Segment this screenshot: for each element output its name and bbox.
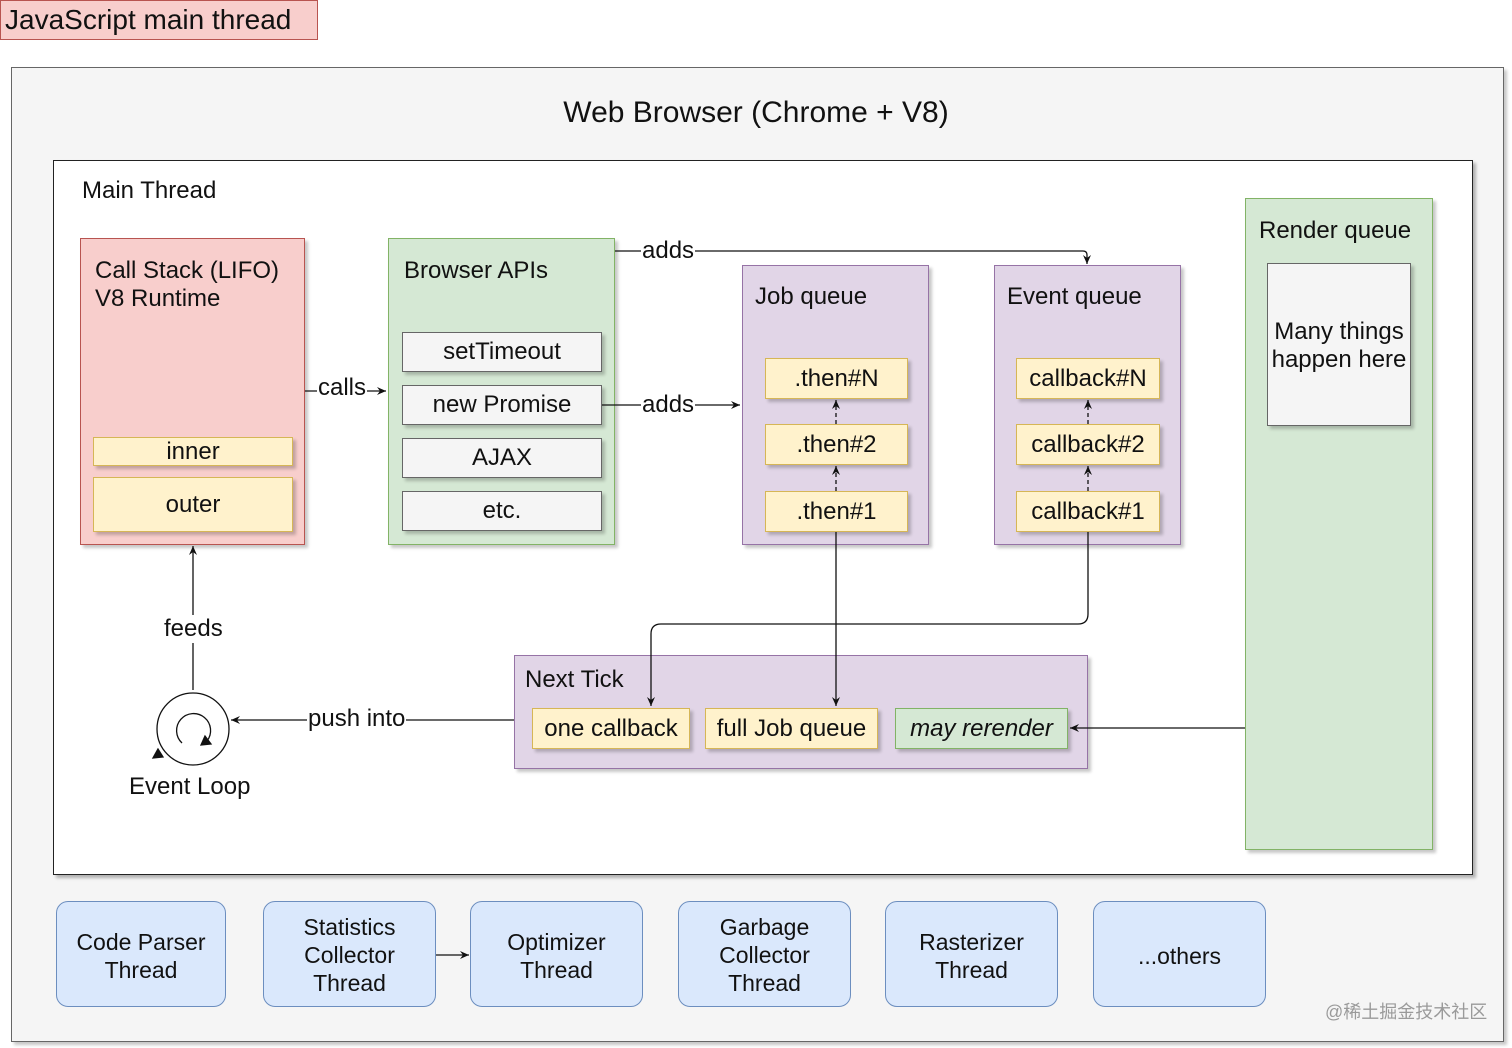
job-then-2: .then#2 [765,424,908,465]
main-thread-title: Main Thread [82,177,217,204]
api-ajax: AJAX [402,438,602,478]
call-stack-subtitle: V8 Runtime [95,285,221,312]
event-loop-label: Event Loop [129,773,251,800]
watermark: @稀土掘金技术社区 [1325,1002,1488,1022]
tick-full-job-queue: full Job queue [705,708,878,749]
job-then-1: .then#1 [765,491,908,532]
thread-rasterizer [885,901,1058,1007]
edge-label-push-into: push into [307,705,407,733]
event-callback-n: callback#N [1016,358,1160,399]
render-note [1267,263,1411,426]
thread-optimizer-line1: Optimizer [507,929,606,955]
thread-optimizer-line2: Thread [520,957,593,983]
thread-gc-line3: Thread [728,970,801,996]
thread-stats-line3: Thread [313,970,386,996]
job-then-n: .then#N [765,358,908,399]
render-queue-title: Render queue [1259,217,1412,244]
thread-statistics-collector [263,901,436,1007]
api-new-promise: new Promise [402,385,602,425]
thread-gc-line2: Collector [719,942,810,968]
event-callback-1: callback#1 [1016,491,1160,532]
title-tag: JavaScript main thread [0,0,318,40]
edge-label-calls: calls [317,374,368,402]
thread-code-parser-line1: Code Parser [76,929,206,955]
thread-others-line1: ...others [1137,943,1222,969]
render-note-line1: Many things [1274,318,1404,345]
api-settimeout: setTimeout [402,332,602,372]
event-callback-2: callback#2 [1016,424,1160,465]
call-stack-title: Call Stack (LIFO) [95,257,280,284]
tick-may-rerender: may rerender [895,708,1068,749]
browser-apis-title: Browser APIs [404,257,549,284]
edge-label-adds-mid: adds [641,391,696,419]
thread-code-parser-line2: Thread [104,957,178,983]
stack-frame-inner: inner [93,437,293,466]
thread-stats-line2: Collector [304,942,395,968]
next-tick-title: Next Tick [525,666,624,693]
thread-gc-line1: Garbage [719,914,810,940]
edge-label-feeds: feeds [163,615,224,643]
thread-optimizer [470,901,643,1007]
tick-one-callback: one callback [532,708,690,749]
thread-others [1093,901,1266,1007]
thread-rasterizer-line1: Rasterizer [919,929,1024,955]
stack-frame-outer: outer [93,477,293,532]
thread-rasterizer-line2: Thread [935,957,1008,983]
thread-garbage-collector [678,901,851,1007]
event-queue-title: Event queue [1007,283,1142,310]
browser-title: Web Browser (Chrome + V8) [563,96,949,129]
job-queue-title: Job queue [755,283,868,310]
render-note-line2: happen here [1271,346,1407,373]
api-etc: etc. [402,491,602,531]
edge-label-adds-top: adds [641,237,696,265]
thread-stats-line1: Statistics [303,914,396,940]
thread-code-parser [56,901,226,1007]
